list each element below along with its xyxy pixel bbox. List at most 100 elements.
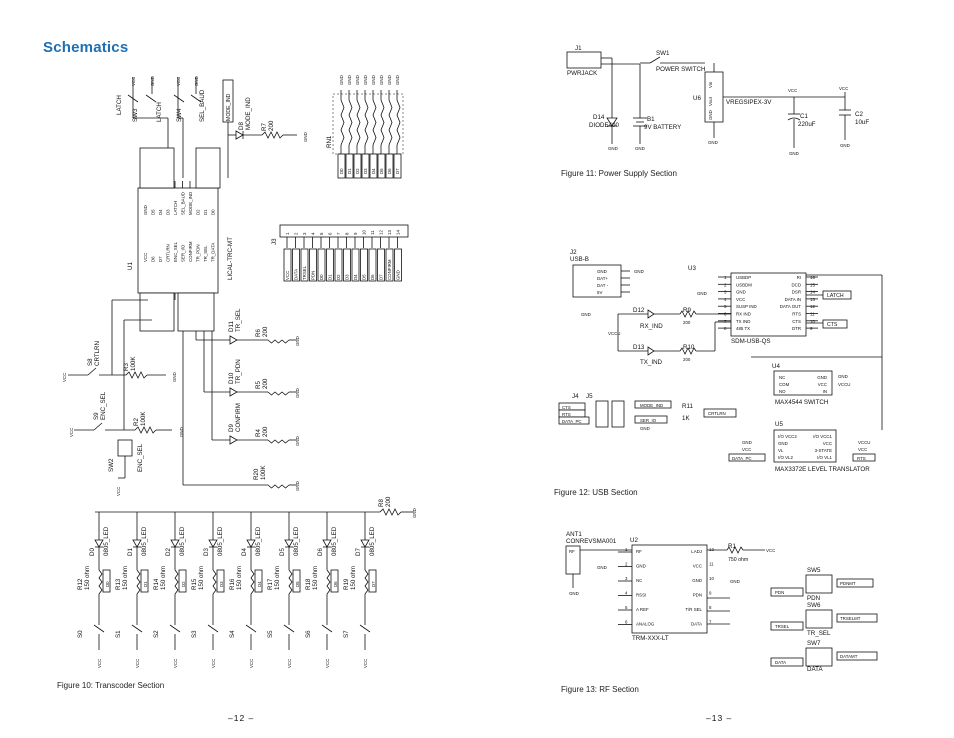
sw4-gnd-label: GND — [194, 76, 199, 86]
c1-label: C1 — [800, 113, 808, 120]
r20-label: R20 — [253, 468, 260, 480]
u3-pin-right: RTS — [792, 312, 801, 317]
d11-net-label: TR_SEL — [235, 308, 242, 332]
usb-b-shield-gnd: GND — [581, 312, 591, 317]
u2-pin-num-left: 1 — [625, 547, 628, 552]
j3-pin-number: 7 — [336, 232, 341, 235]
led-switch-vcc: VCC — [211, 659, 216, 668]
j3-pin-net: DATA — [294, 269, 299, 280]
s9-encsel-label: ENC_SEL — [100, 391, 107, 420]
u1-pin-right: D4 — [158, 209, 163, 215]
j5-label: J5 — [586, 393, 593, 400]
sw2-encsel-label: ENC_SEL — [137, 443, 144, 472]
figure-12-caption: Figure 12: USB Section — [554, 488, 638, 497]
sw7-data: DATA — [807, 666, 823, 673]
j3-pin-net: VCC — [285, 271, 290, 280]
led-net-tag: D7 — [371, 581, 376, 587]
pdnmt-tag: PDNMT — [840, 581, 856, 586]
u6-gnd: GND — [708, 140, 718, 145]
datamt-tag: DATAMT — [840, 654, 858, 659]
rn1-pin: D1 — [347, 168, 352, 174]
r5-value: 200 — [262, 378, 269, 389]
j5-gnd: GND — [640, 426, 650, 431]
j3-connector: J3 1VCC2DATA3TRSEL4PDN5D06D17D28D39D410D… — [271, 224, 409, 282]
u6-vout: Vout — [708, 96, 713, 106]
r3-gnd: GND — [172, 372, 177, 382]
j3-pin-number: 9 — [353, 232, 358, 235]
d10-net-label: TR_PDN — [235, 359, 242, 384]
d9-net-label: CONFIRM — [235, 403, 242, 432]
u3-pin-num-right: 11 — [810, 312, 815, 317]
led-switch-vcc: VCC — [135, 659, 140, 668]
sw5-pdn: PDN — [807, 595, 820, 602]
led-net-tag: D5 — [295, 581, 300, 587]
d14-gnd: GND — [608, 146, 618, 151]
u1-pin-left: D6 — [151, 256, 156, 262]
u5-vcc-right: VCC — [858, 447, 867, 452]
j3-pin-number: 4 — [311, 232, 316, 235]
j3-pin-net: D3 — [345, 274, 350, 280]
transcoder-section: LATCH SW3 LATCH VCC GND SW4 SEL_BAUD VCC… — [62, 75, 417, 668]
j3-pin-net: TRSEL — [302, 265, 307, 280]
u2-pin-right: VCC — [693, 564, 702, 569]
b1-label: B1 — [647, 116, 655, 123]
s8-crtlrn-label: CRTLRN — [94, 341, 101, 366]
u1-pin-left: TR_DATA — [211, 243, 216, 262]
u5-rts-tag: RTS — [857, 456, 866, 461]
sw3-gnd-label: GND — [150, 76, 155, 86]
sw2-switch: VCC SW2 ENC_SEL — [108, 439, 144, 496]
sw3-latch-label: LATCH — [156, 102, 163, 122]
j3-pin-number: 14 — [396, 230, 401, 235]
r20-gnd: GND — [295, 481, 300, 491]
u6-label: U6 — [693, 95, 701, 102]
u5-vccu-r1: VCCU — [858, 440, 870, 445]
u6-vin: Vin — [708, 81, 713, 88]
j3-pin-number: 12 — [379, 230, 384, 235]
led-resistor-label: R16 — [229, 578, 236, 590]
led-switch-label: S2 — [153, 630, 160, 638]
u5-part: MAX3372E LEVEL TRANSLATOR — [775, 466, 870, 473]
r11-label: R11 — [682, 403, 693, 410]
u1-pin-right: D3 — [166, 209, 171, 215]
u3-part: SDM-USB-QS — [731, 338, 771, 345]
u4-part: MAX4544 SWITCH — [775, 399, 828, 406]
u1-pin-right: GND — [143, 205, 148, 215]
u5-pin-left: GND — [778, 441, 788, 446]
u5-pin-left: I/O VL2 — [778, 455, 793, 460]
led-net-tag: D6 — [333, 581, 338, 587]
u1-pin-left: CONFIRM — [188, 241, 193, 262]
u1-pin-left: CRTLRN — [166, 244, 171, 262]
u3-pin-right: DATA IN — [785, 297, 801, 302]
led-switch-label: S6 — [305, 630, 312, 638]
rn1-network: RN1 GNDD0GNDD1GNDD2GNDD3GNDD4GNDD5GNDD6G… — [326, 75, 404, 179]
usb-b-label: USB-B — [570, 256, 589, 263]
rn1-gnd: GND — [379, 75, 384, 85]
j3-pin-net: D2 — [336, 274, 341, 280]
led-resistor-value: 150 ohm — [312, 566, 319, 590]
d14-part: DIODE400 — [589, 122, 619, 129]
u3-pin-right: DSR — [792, 290, 801, 295]
c1-vcc: VCC — [788, 88, 797, 93]
u2-pin-left: RSSI — [636, 593, 646, 598]
u5-pin-right: I/O VCC1 — [813, 434, 832, 439]
u2-gnd-left: GND — [597, 565, 607, 570]
u2-pin-num-right: 8 — [709, 605, 712, 610]
u1-label: U1 — [127, 262, 134, 270]
rx-ind-label: RX_IND — [640, 323, 663, 330]
s8-label: S8 — [87, 358, 94, 366]
s8-vcc: VCC — [62, 373, 67, 382]
j3-pin-net: D5 — [362, 274, 367, 280]
led-resistor-value: 150 ohm — [122, 566, 129, 590]
j4-cts: CTS — [562, 405, 571, 410]
u2-pin-num-left: 2 — [625, 562, 628, 567]
u1-pin-right: D5 — [151, 209, 156, 215]
rn1-label: RN1 — [326, 135, 333, 148]
usb-b-pin: DAT - — [597, 283, 609, 288]
u1-pin-left: SER_I/O — [181, 244, 186, 262]
u3-pin-left: GND — [736, 290, 746, 295]
u3-pin-num-right: 10 — [810, 319, 815, 324]
u3-pin-left: TX IND — [736, 319, 750, 324]
led-net-tag: D0 — [105, 581, 110, 587]
d8-modeind-label: MODE_IND — [245, 97, 252, 130]
